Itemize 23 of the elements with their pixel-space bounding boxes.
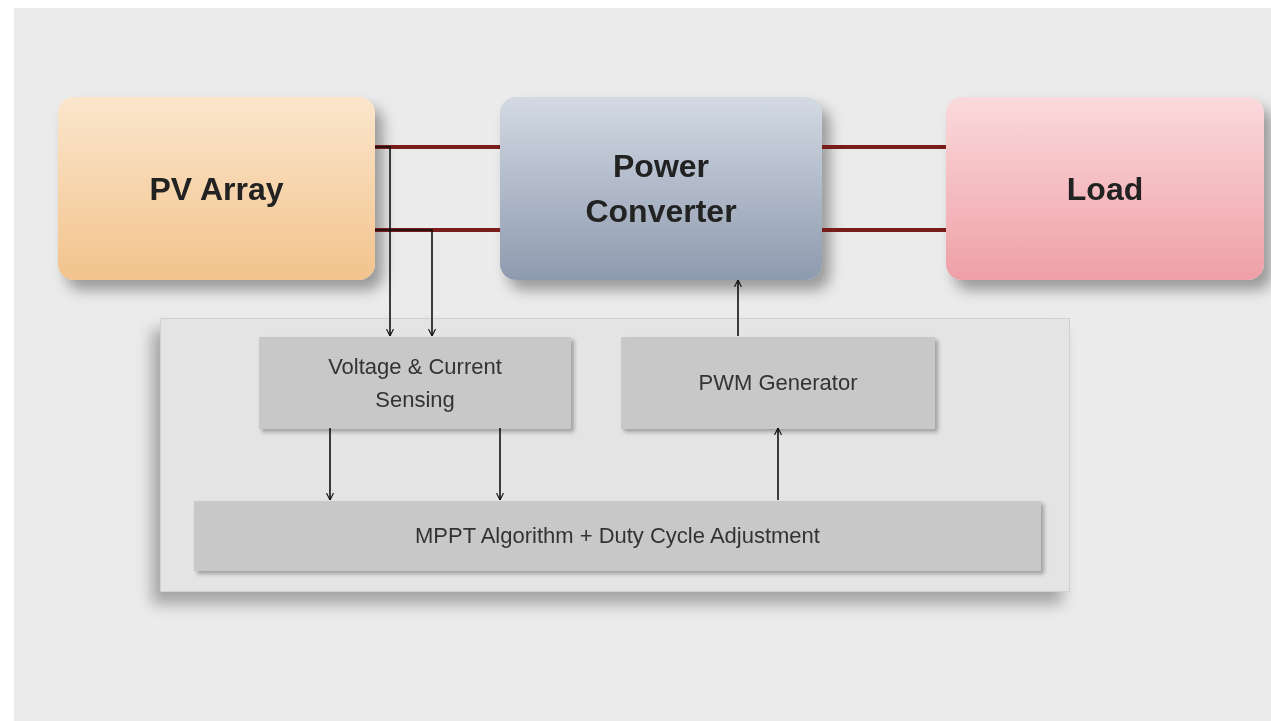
box-label: Load bbox=[1065, 169, 1145, 209]
process-box bbox=[259, 337, 571, 429]
control-panel bbox=[160, 318, 1070, 592]
process-box bbox=[194, 501, 1041, 571]
box-label: Voltage & Current Sensing bbox=[327, 353, 503, 414]
box-label: PV Array bbox=[148, 169, 285, 209]
arrow bbox=[733, 279, 743, 337]
load-box bbox=[946, 97, 1264, 280]
box-label: MPPT Algorithm + Duty Cycle Adjustment bbox=[414, 522, 821, 550]
box-label: Power Converter bbox=[584, 146, 738, 231]
arrow bbox=[773, 427, 783, 501]
arrow bbox=[374, 146, 395, 337]
converter-box bbox=[500, 97, 822, 280]
wire bbox=[375, 228, 500, 232]
box-label: PWM Generator bbox=[697, 369, 859, 397]
wire bbox=[822, 145, 946, 149]
wire bbox=[822, 228, 946, 232]
source-box bbox=[58, 97, 375, 280]
arrow bbox=[374, 229, 437, 337]
arrow bbox=[325, 427, 335, 501]
process-box bbox=[621, 337, 935, 429]
arrow bbox=[495, 427, 505, 501]
wire bbox=[375, 145, 500, 149]
